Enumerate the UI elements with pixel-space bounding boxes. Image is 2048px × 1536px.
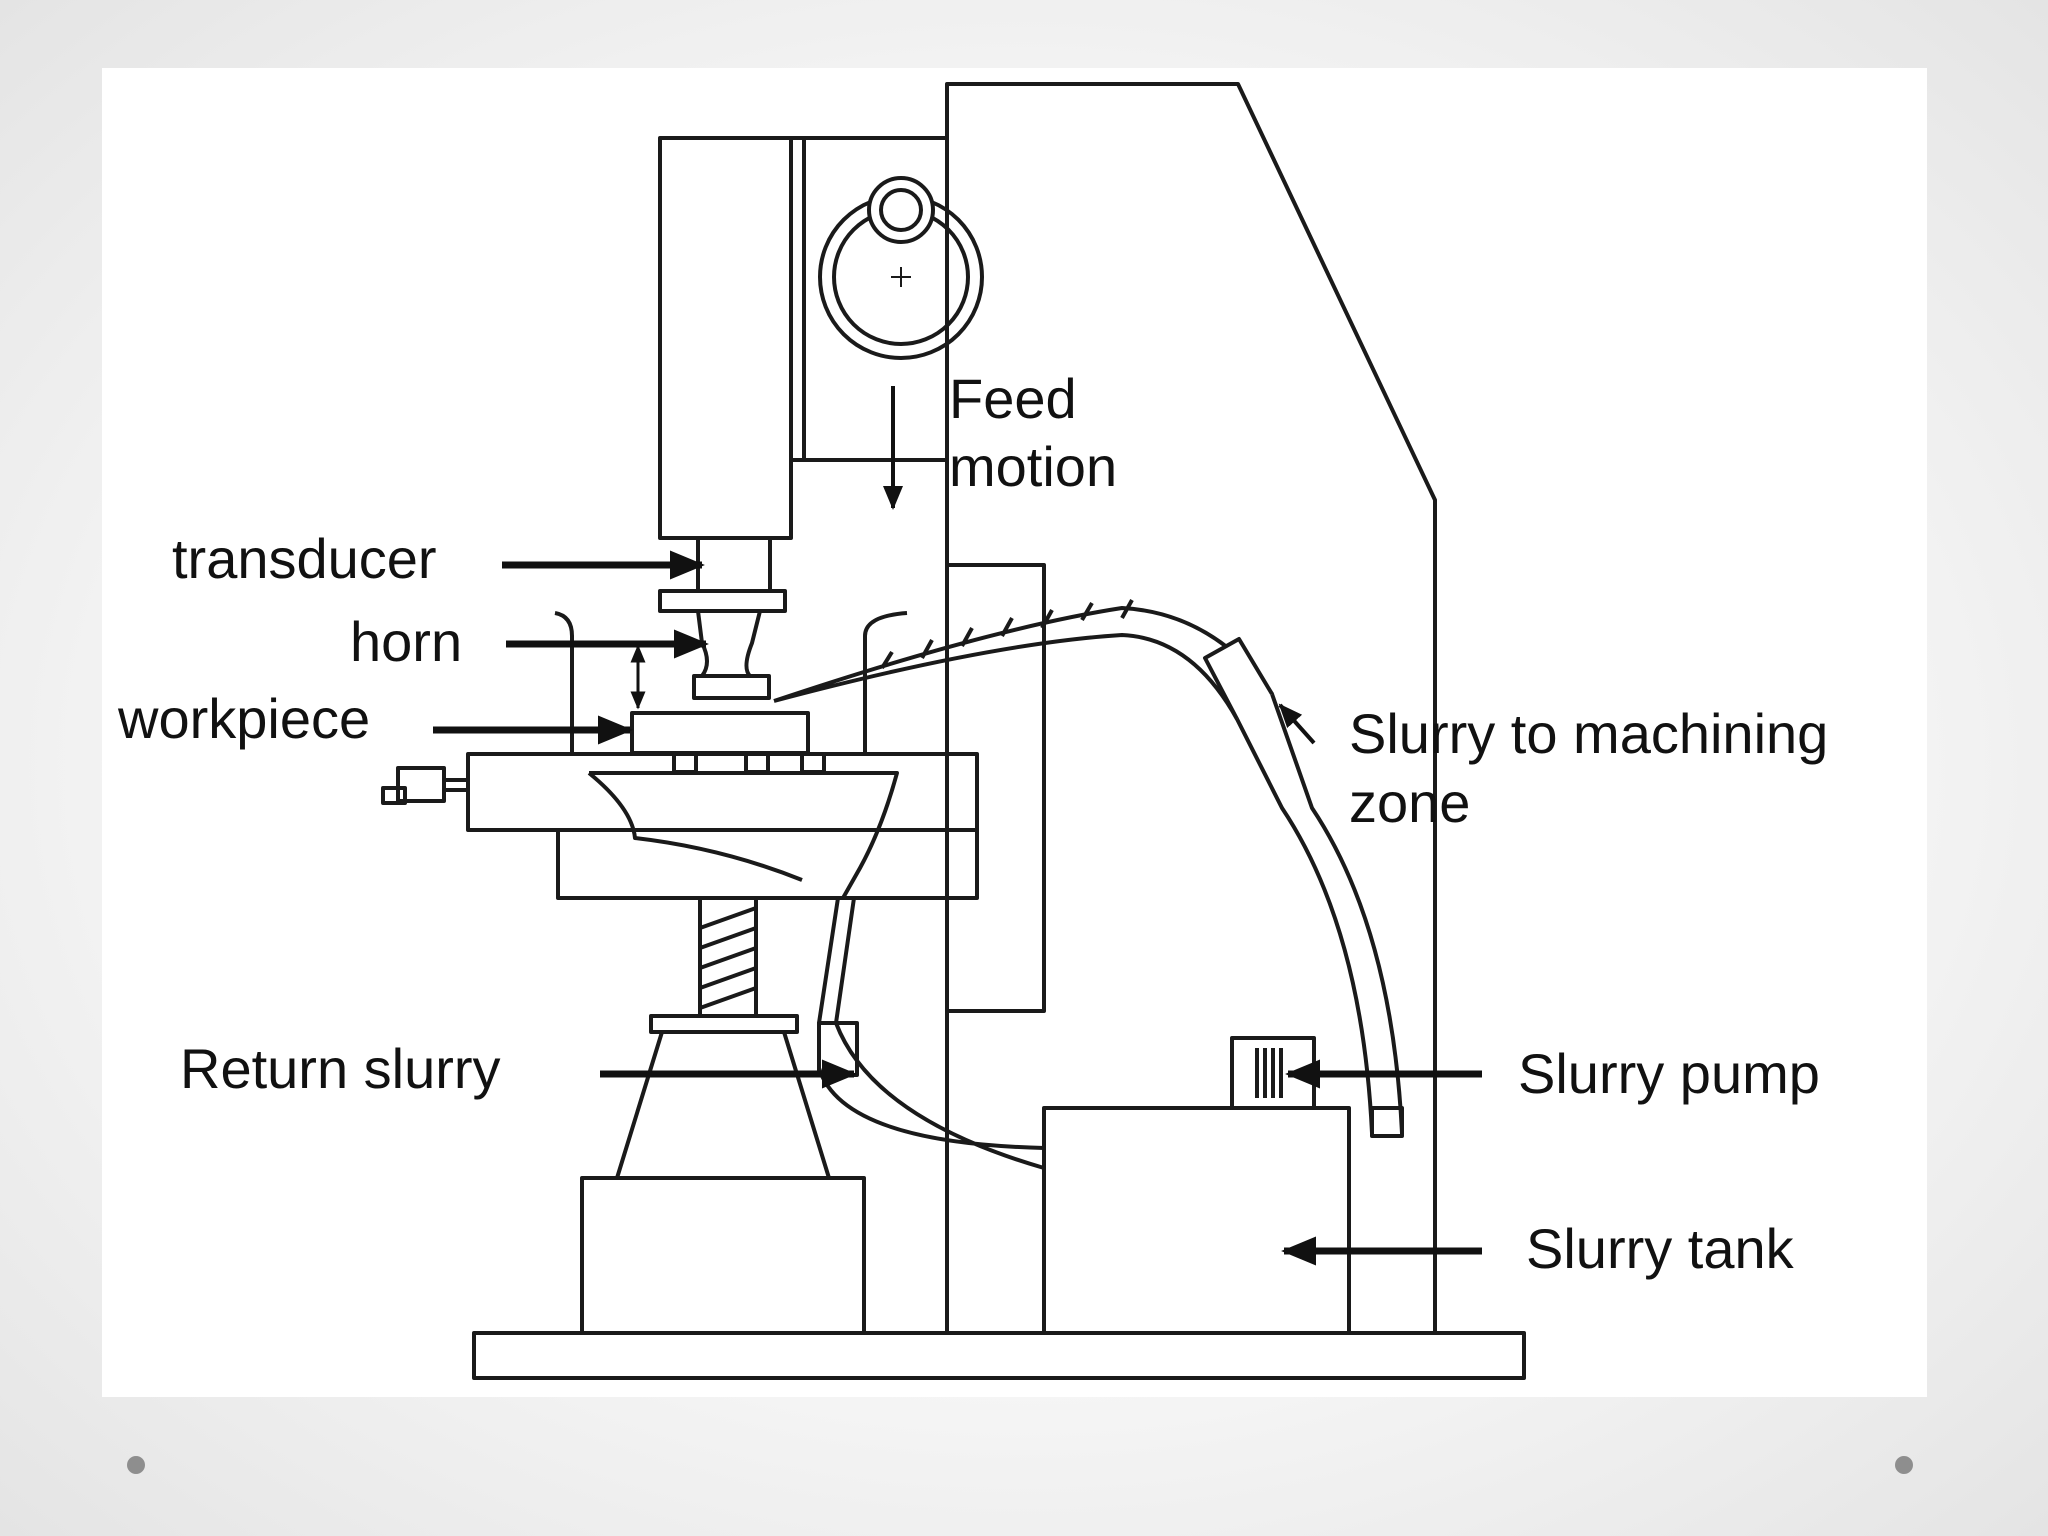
work-table xyxy=(466,752,979,832)
slurry-collector-funnel xyxy=(587,771,899,899)
slurry-zone-label-line2: zone xyxy=(1349,771,1470,834)
horn xyxy=(696,609,762,678)
right-splash-guard xyxy=(863,611,908,753)
slurry-tank xyxy=(1042,1106,1351,1335)
slide-bullet-left xyxy=(127,1456,145,1474)
feed-motion-label-line1: Feed xyxy=(949,367,1077,430)
base-plate xyxy=(472,1331,1526,1380)
transducer-label: transducer xyxy=(172,527,437,590)
workpiece-label: workpiece xyxy=(117,687,370,750)
pedestal-collar xyxy=(649,1014,799,1034)
pedestal-base xyxy=(580,1176,866,1335)
horn-label: horn xyxy=(350,610,462,673)
return-slurry-label: Return slurry xyxy=(180,1037,501,1100)
left-splash-guard xyxy=(554,611,574,753)
ultrasonic-machining-diagram: Feed motion transducer horn workpiece Sl… xyxy=(117,82,1828,1380)
feed-head-plate xyxy=(789,136,949,462)
machine-column xyxy=(945,82,1437,1333)
slurry-pump-label: Slurry pump xyxy=(1518,1042,1820,1105)
feed-handwheel-icon xyxy=(818,176,984,360)
transducer-stub xyxy=(696,536,772,593)
workpiece xyxy=(630,711,810,755)
slurry-supply-hose xyxy=(773,606,1404,1134)
lead-screw xyxy=(698,896,758,1018)
column-guide xyxy=(945,563,1046,1013)
slide-content-area: Feed motion transducer horn workpiece Sl… xyxy=(102,68,1927,1397)
feed-motion-label-line2: motion xyxy=(949,435,1117,498)
return-slurry-pipe xyxy=(817,897,1045,1170)
table-crank-icon xyxy=(381,766,468,805)
slurry-zone-label-line1: Slurry to machining xyxy=(1349,702,1828,765)
slide-bullet-right xyxy=(1895,1456,1913,1474)
slurry-flow-arrow xyxy=(1278,703,1316,745)
table-base xyxy=(556,830,979,900)
transducer-housing xyxy=(658,136,793,540)
slurry-tank-label: Slurry tank xyxy=(1526,1217,1795,1280)
horn-tip xyxy=(692,674,771,700)
pedestal xyxy=(615,1031,831,1180)
horn-flange xyxy=(658,589,787,613)
